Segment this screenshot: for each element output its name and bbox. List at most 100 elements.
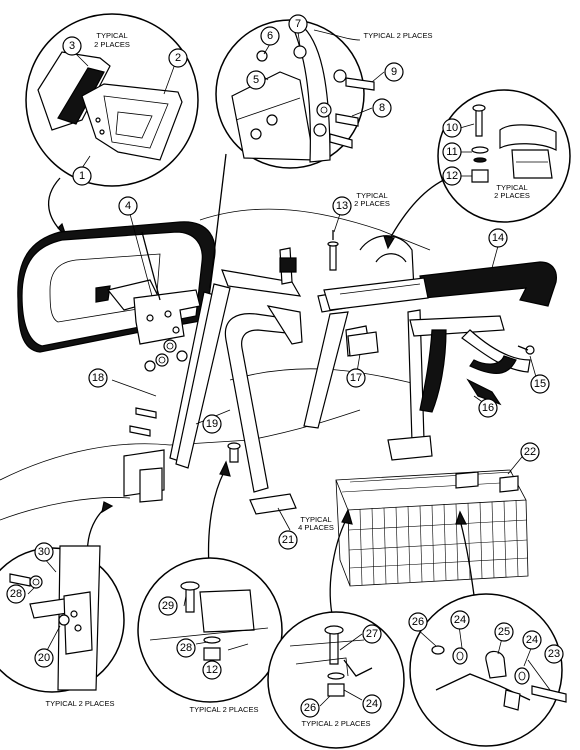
svg-text:22: 22: [524, 446, 536, 458]
callout-15: 15: [530, 374, 550, 394]
callout-29: 29: [158, 596, 178, 616]
svg-text:14: 14: [492, 232, 504, 244]
notes: TYPICAL 2 PLACES TYPICAL 2 PLACES TYPICA…: [46, 31, 530, 728]
leader-arrow-f: [329, 519, 347, 615]
svg-text:26: 26: [304, 702, 316, 714]
cart-body-outline: [0, 208, 431, 521]
note-bolt-1: TYPICAL: [356, 191, 387, 200]
callout-4: 4: [118, 196, 138, 216]
callout-3: 3: [62, 36, 82, 56]
svg-text:21: 21: [282, 534, 294, 546]
detail-floor-bolt: [137, 557, 283, 703]
callout-13: 13: [332, 196, 352, 216]
detail-basket-mount: [409, 593, 567, 747]
wire-basket: [335, 469, 529, 587]
callout-6: 6: [260, 26, 280, 46]
mounting-plate-inner: [139, 467, 163, 503]
note-bottom-center: TYPICAL 2 PLACES: [302, 719, 371, 728]
svg-text:19: 19: [206, 418, 218, 430]
svg-text:28: 28: [180, 642, 192, 654]
svg-text:25: 25: [498, 626, 510, 638]
leader-arrow-a: [48, 177, 63, 233]
svg-text:30: 30: [38, 546, 50, 558]
strap: [409, 315, 531, 413]
clamp-bracket: [347, 331, 379, 357]
svg-text:13: 13: [336, 200, 348, 212]
note-clamp-2: 2 PLACES: [494, 191, 530, 200]
callout-12b: 12: [202, 660, 222, 680]
callout-26b: 26: [300, 698, 320, 718]
svg-text:18: 18: [92, 372, 104, 384]
note-bottom-center-left: TYPICAL 2 PLACES: [190, 705, 259, 714]
detail-seat-pads: [25, 13, 199, 187]
callout-28a: 28: [6, 584, 26, 604]
callout-24a: 24: [450, 610, 470, 630]
note-clamp-1: TYPICAL: [496, 183, 527, 192]
detail-basket-clamp: [267, 611, 405, 749]
svg-text:24: 24: [366, 698, 378, 710]
callout-12: 12: [442, 166, 462, 186]
handle-bar: [323, 261, 557, 311]
svg-text:11: 11: [446, 146, 457, 158]
svg-text:8: 8: [379, 102, 385, 114]
note-seat-2: 2 PLACES: [94, 40, 130, 49]
svg-text:23: 23: [548, 648, 560, 660]
callout-1: 1: [72, 166, 92, 186]
svg-text:3: 3: [69, 40, 75, 52]
backrest-fasteners: [129, 339, 188, 437]
arrowhead-d: [101, 501, 114, 514]
note-bolt-2: 2 PLACES: [354, 199, 390, 208]
support-bar-curved: [224, 313, 299, 493]
svg-text:27: 27: [366, 628, 378, 640]
detail-side-bracket: [0, 545, 125, 693]
detail-clamp-hardware: [437, 89, 571, 223]
callout-28b: 28: [176, 638, 196, 658]
support-strut-left: [169, 153, 231, 469]
detail-mounting-hardware: [215, 19, 375, 169]
callout-10: 10: [442, 118, 462, 138]
bolt-lower-middle: [227, 442, 241, 463]
svg-text:15: 15: [534, 378, 546, 390]
callout-5: 5: [246, 70, 266, 90]
callout-8: 8: [372, 98, 392, 118]
callout-24b: 24: [522, 630, 542, 650]
backrest-bracket: [133, 231, 201, 345]
callout-2: 2: [168, 48, 188, 68]
svg-text:16: 16: [482, 402, 494, 414]
svg-text:28: 28: [10, 588, 22, 600]
leader-arrow-c: [387, 177, 449, 243]
callout-17: 17: [346, 368, 366, 388]
svg-text:2: 2: [175, 52, 181, 64]
svg-text:6: 6: [267, 30, 273, 42]
note-basket-2: 4 PLACES: [298, 523, 334, 532]
callout-16: 16: [478, 398, 498, 418]
svg-text:7: 7: [295, 18, 301, 30]
svg-text:26: 26: [412, 616, 424, 628]
callout-23: 23: [544, 644, 564, 664]
note-bottom-left: TYPICAL 2 PLACES: [46, 699, 115, 708]
arrowhead-c: [383, 235, 395, 250]
callout-24c: 24: [362, 694, 382, 714]
callout-19: 19: [202, 414, 222, 434]
svg-text:12: 12: [446, 170, 458, 182]
foot-plate: [249, 493, 297, 515]
svg-text:24: 24: [454, 614, 466, 626]
frame-nut: [279, 257, 297, 273]
bolt-13: [327, 230, 339, 271]
svg-text:24: 24: [526, 634, 538, 646]
note-hardware: TYPICAL 2 PLACES: [364, 31, 433, 40]
svg-text:10: 10: [446, 122, 458, 134]
svg-text:5: 5: [253, 74, 259, 86]
callout-27: 27: [362, 624, 382, 644]
svg-text:9: 9: [391, 66, 397, 78]
note-seat-1: TYPICAL: [96, 31, 127, 40]
callout-11: 11: [442, 142, 462, 162]
svg-text:4: 4: [125, 200, 131, 212]
callout-26a: 26: [408, 612, 428, 632]
svg-text:12: 12: [206, 664, 218, 676]
arrowhead-g: [455, 510, 467, 525]
callout-25: 25: [494, 622, 514, 642]
svg-text:29: 29: [162, 600, 174, 612]
callout-9: 9: [384, 62, 404, 82]
